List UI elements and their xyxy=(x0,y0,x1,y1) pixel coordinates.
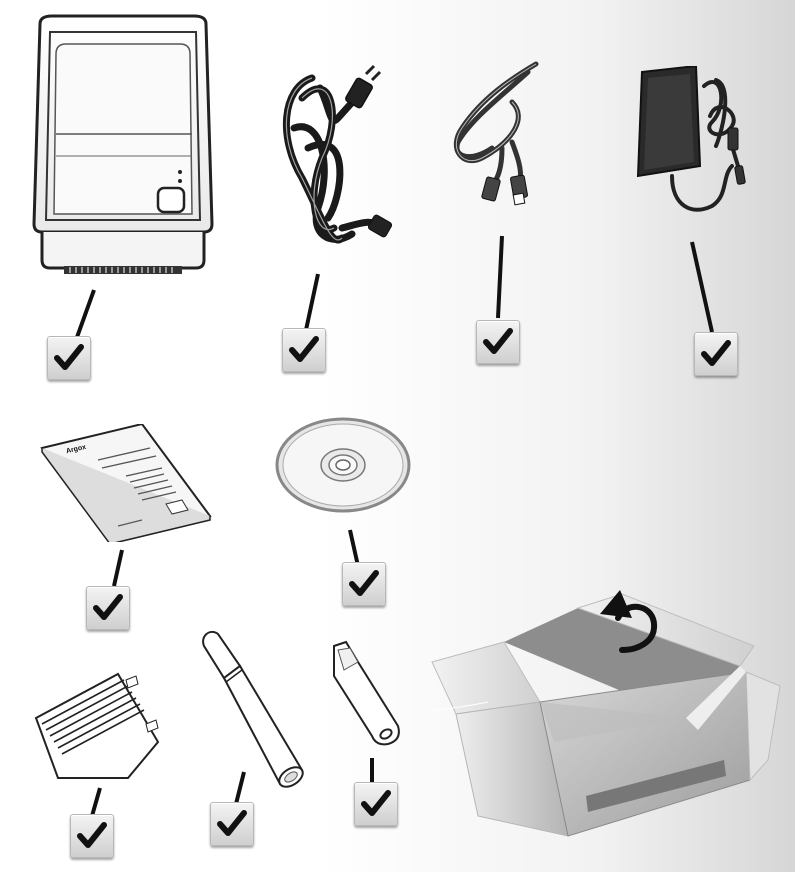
leader-line xyxy=(690,241,714,333)
check-mark-icon xyxy=(361,790,391,816)
checkbox-checked xyxy=(282,328,326,372)
leader-line xyxy=(348,529,360,567)
checkbox-checked xyxy=(47,336,91,380)
check-mark-icon xyxy=(217,810,247,836)
check-mark-icon xyxy=(289,336,319,362)
check-mark-icon xyxy=(77,822,107,848)
checkbox-checked xyxy=(342,562,386,606)
key-icon xyxy=(333,640,400,746)
leader-line xyxy=(74,289,96,341)
curved-arrow-icon xyxy=(600,590,658,653)
checkbox-checked xyxy=(210,802,254,846)
leader-line xyxy=(370,758,374,784)
paper-guide-icon xyxy=(34,672,160,779)
power-adapter-icon xyxy=(636,66,746,212)
cd-icon xyxy=(275,417,411,513)
check-mark-icon xyxy=(54,344,84,370)
checkbox-checked xyxy=(694,332,738,376)
checkbox-checked xyxy=(476,320,520,364)
leader-line xyxy=(496,235,504,319)
quick-guide-booklet-icon xyxy=(40,424,212,542)
printer-icon xyxy=(32,14,214,274)
check-mark-icon xyxy=(483,328,513,354)
checkbox-checked xyxy=(70,814,114,858)
leader-line xyxy=(112,549,124,587)
check-mark-icon xyxy=(701,340,731,366)
leader-line xyxy=(90,787,102,817)
leader-line xyxy=(304,273,320,331)
checkbox-checked xyxy=(86,586,130,630)
checkbox-checked xyxy=(354,782,398,826)
check-mark-icon xyxy=(349,570,379,596)
usb-cable-icon xyxy=(454,61,539,206)
check-mark-icon xyxy=(93,594,123,620)
cleaning-pen-icon xyxy=(202,630,304,788)
leader-line xyxy=(234,771,246,805)
power-cord-icon xyxy=(282,64,393,244)
